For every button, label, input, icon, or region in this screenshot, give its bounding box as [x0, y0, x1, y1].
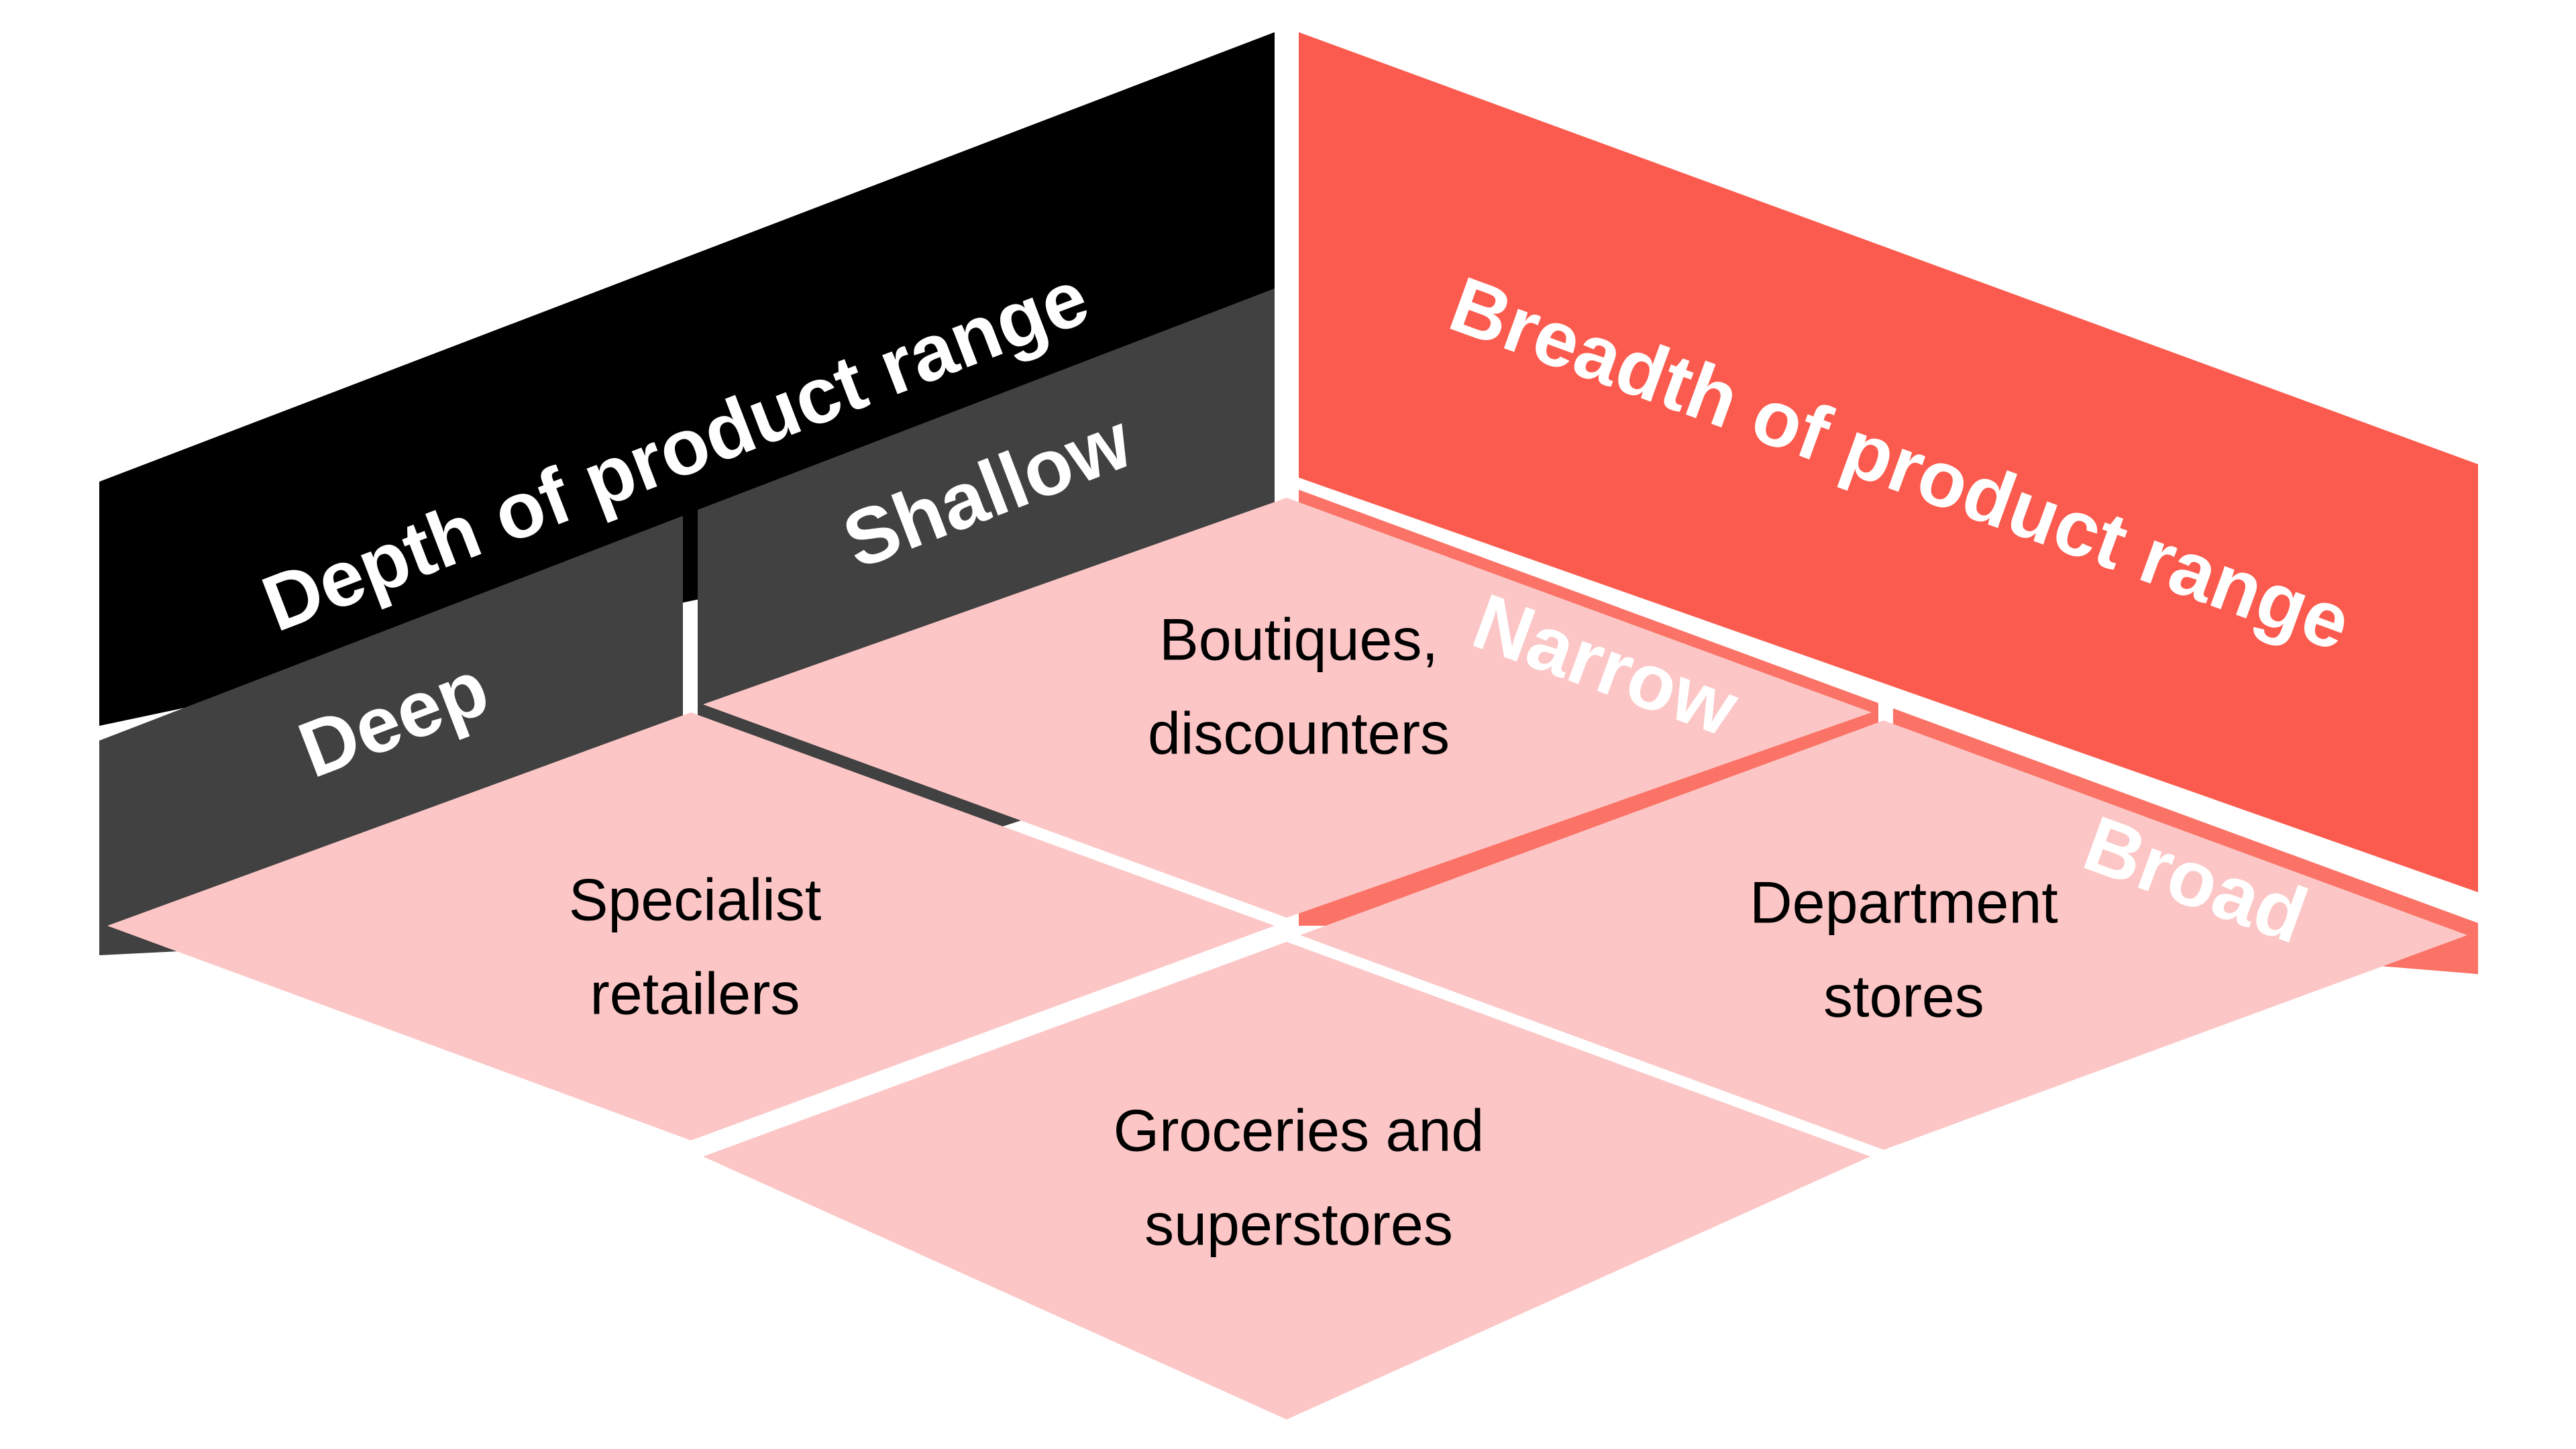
floor-cell-right-label-line2: stores: [1823, 963, 1984, 1029]
floor-cell-right: [1300, 720, 2467, 1150]
floor-cell-top: [703, 498, 1872, 918]
floor-cell-top-label-line2: discounters: [1148, 700, 1450, 766]
floor-cell-right-label-line1: Department: [1750, 869, 2058, 935]
left-wall-title-band: [99, 32, 1275, 726]
right-wall-title-band: [1299, 32, 2478, 892]
floor-cell-left-label-line1: Specialist: [569, 866, 822, 932]
floor-cell-bottom: [703, 942, 1870, 1419]
floor-cell-bottom-label-line2: superstores: [1144, 1191, 1453, 1257]
floor-cell-bottom-label-line1: Groceries and: [1114, 1097, 1485, 1163]
floor-cell-left-label-line2: retailers: [590, 960, 800, 1026]
floor-cell-top-label-line1: Boutiques,: [1159, 606, 1438, 672]
floor-cell-left: [107, 712, 1275, 1140]
